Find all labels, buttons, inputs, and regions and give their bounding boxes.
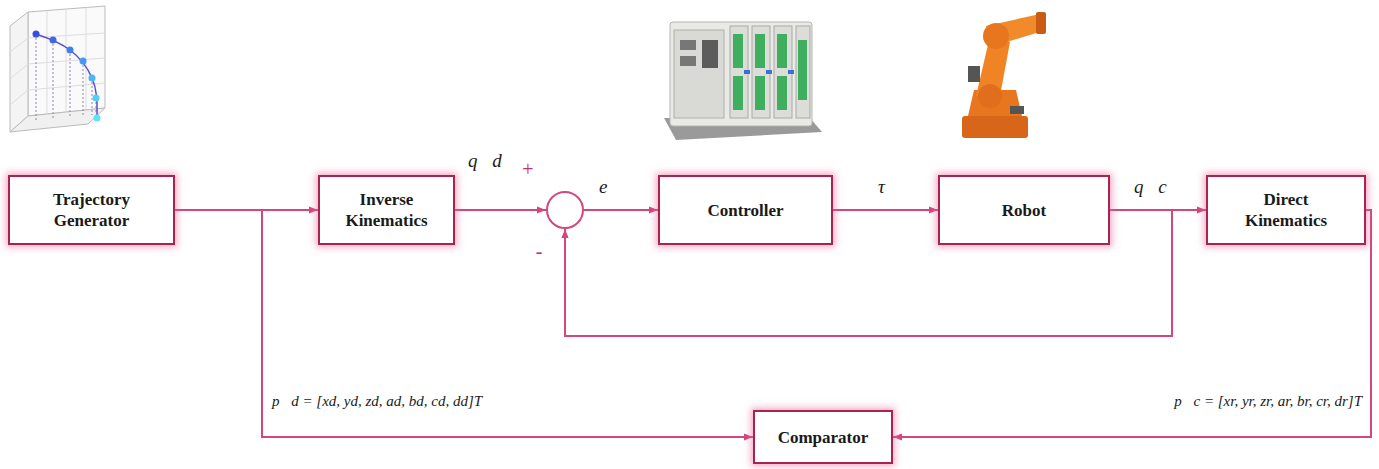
- robot-motor: [968, 66, 980, 82]
- summing-junction: +-: [546, 191, 584, 229]
- plot-floor: [10, 108, 105, 132]
- signal-label-holder: e⃗: [599, 176, 622, 198]
- robot-motor: [1010, 106, 1024, 114]
- trajectory-plot: [10, 6, 105, 132]
- plot-curve: [36, 34, 97, 118]
- plc-port: [680, 56, 696, 66]
- plc-port: [702, 40, 718, 68]
- signal-label: p⃗c = [xr, yr, zr, ar, br, cr, dr]T: [1174, 393, 1362, 409]
- plc-body: [670, 22, 812, 126]
- plot-point: [50, 37, 57, 44]
- plot-point: [67, 47, 74, 54]
- robot-wrist: [1036, 12, 1046, 34]
- plot-point: [33, 31, 40, 38]
- box-label: Controller: [707, 200, 783, 221]
- signal-connector: [455, 209, 546, 211]
- terminal-block: [733, 76, 743, 110]
- signal-label-holder: p⃗c = [xr, yr, zr, ar, br, cr, dr]T: [1174, 392, 1362, 410]
- signal-label: τ⃗: [878, 176, 900, 197]
- process-box: Controller: [658, 175, 833, 245]
- plc-led: [766, 70, 772, 74]
- plot-grid: [10, 8, 105, 115]
- terminal-block: [777, 76, 787, 110]
- signal-label-holder: q⃗c: [1134, 176, 1167, 198]
- process-box: Direct Kinematics: [1206, 175, 1366, 245]
- plc-port: [680, 40, 696, 50]
- plot-point: [93, 95, 100, 102]
- box-label: Inverse Kinematics: [337, 189, 437, 231]
- robot-elbow: [983, 23, 1009, 49]
- plot-point: [80, 58, 87, 65]
- plc-illustration: [664, 22, 822, 140]
- signal-label-holder: τ⃗: [878, 176, 900, 198]
- terminal-block: [755, 34, 765, 68]
- plot-point: [94, 115, 101, 122]
- robot-shoulder: [978, 84, 1002, 108]
- box-label: Robot: [1002, 200, 1046, 221]
- signal-label-holder: p⃗d = [xd, yd, zd, ad, bd, cd, dd]T: [272, 392, 482, 410]
- signal-label: p⃗d = [xd, yd, zd, ad, bd, cd, dd]T: [272, 393, 482, 409]
- plot-point: [89, 75, 96, 82]
- signal-connector: [584, 209, 658, 211]
- box-label: Trajectory Generator: [37, 189, 147, 231]
- terminal-block: [755, 76, 765, 110]
- signal-connector: [833, 209, 938, 211]
- box-label: Comparator: [778, 427, 869, 448]
- box-label: Direct Kinematics: [1236, 189, 1336, 231]
- plc-led: [744, 70, 750, 74]
- terminal-block: [733, 34, 743, 68]
- process-box: Robot: [938, 175, 1110, 245]
- plc-cpu: [674, 30, 724, 118]
- signal-label-holder: q⃗d: [468, 150, 502, 172]
- signal-label: e⃗: [599, 176, 622, 197]
- terminal-block: [777, 34, 787, 68]
- process-box: Comparator: [753, 410, 893, 464]
- robot-illustration: [962, 12, 1046, 138]
- signal-label: q⃗d: [468, 150, 502, 171]
- sign-label: -: [529, 241, 549, 261]
- plc-module: [796, 26, 810, 118]
- terminal-block: [798, 40, 807, 100]
- sign-label: +: [518, 159, 538, 179]
- robot-base: [962, 116, 1028, 138]
- process-box: Inverse Kinematics: [318, 175, 455, 245]
- plc-led: [788, 70, 794, 74]
- process-box: Trajectory Generator: [8, 175, 175, 245]
- signal-label: q⃗c: [1134, 176, 1167, 197]
